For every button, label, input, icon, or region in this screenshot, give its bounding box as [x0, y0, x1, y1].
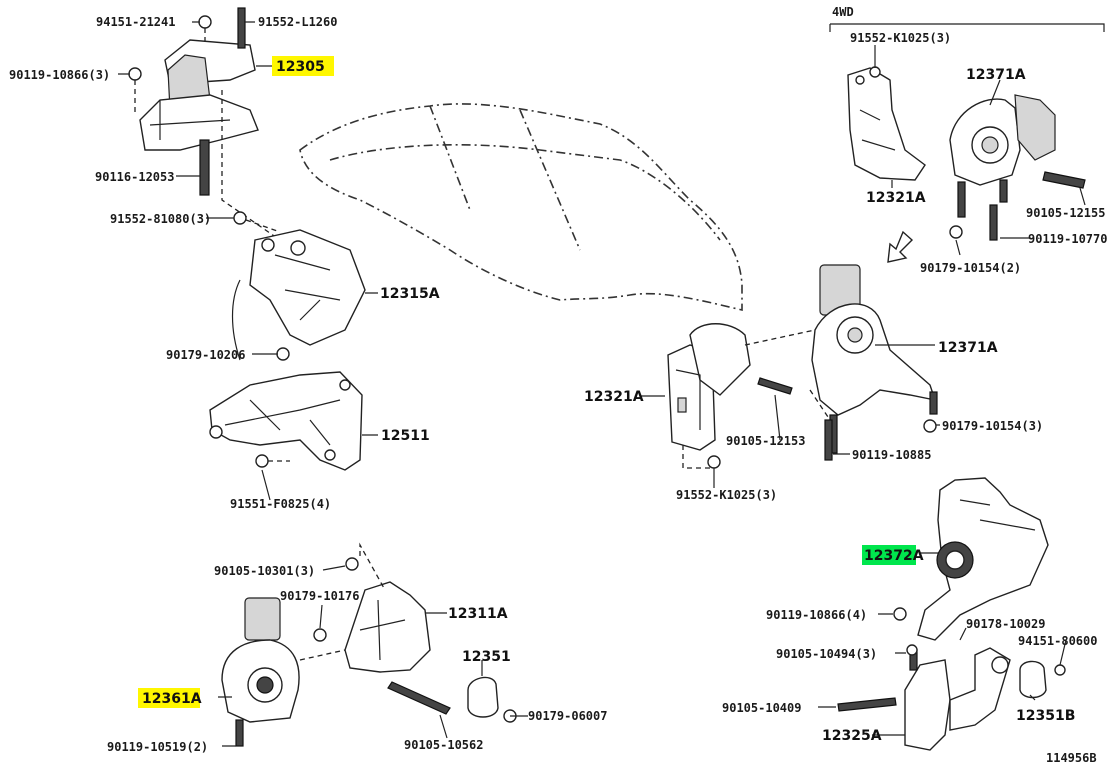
- part-label-90105-12155[interactable]: 90105-12155: [1026, 206, 1105, 220]
- part-label-12305[interactable]: 12305: [276, 59, 325, 75]
- part-label-90119-10866-4[interactable]: 90119-10866(4): [766, 608, 867, 622]
- bushing-12351: [387, 676, 517, 723]
- part-label-12371A-mid[interactable]: 12371A: [938, 340, 998, 356]
- leader-lines: [118, 21, 1086, 747]
- bracket-12511: [209, 371, 363, 471]
- part-label-90105-10562[interactable]: 90105-10562: [404, 738, 483, 752]
- part-label-90179-10206[interactable]: 90179-10206: [166, 348, 245, 362]
- washer-icon: [991, 656, 1009, 674]
- part-label-90105-12153[interactable]: 90105-12153: [726, 434, 805, 448]
- part-label-90119-10770[interactable]: 90119-10770: [1028, 232, 1107, 246]
- part-label-90179-06007[interactable]: 90179-06007: [528, 709, 607, 723]
- engine-mount-12361A: [221, 597, 300, 747]
- engine-mount-12305: [128, 7, 281, 241]
- part-label-12351[interactable]: 12351: [462, 649, 511, 665]
- part-label-12311A[interactable]: 12311A: [448, 606, 508, 622]
- nut-icon: [198, 15, 212, 29]
- bolt-icon: [837, 697, 897, 712]
- part-label-91552-81080-3[interactable]: 91552-81080(3): [110, 212, 211, 226]
- bolt-icon: [387, 681, 451, 715]
- part-label-90105-10494-3[interactable]: 90105-10494(3): [776, 647, 877, 661]
- bolt-icon: [235, 719, 244, 747]
- nut-icon: [949, 225, 963, 239]
- direction-arrow-icon: [887, 230, 914, 263]
- bolt-head-icon: [707, 455, 721, 469]
- bolt-head-icon: [869, 66, 881, 78]
- part-label-12361A[interactable]: 12361A: [142, 691, 202, 707]
- nut-icon: [1054, 664, 1066, 676]
- bushing-12351B: [991, 656, 1066, 699]
- part-label-12321A-top[interactable]: 12321A: [866, 190, 926, 206]
- part-label-91552-K1025-3-top[interactable]: 91552-K1025(3): [850, 31, 951, 45]
- highlight-12361A: [138, 688, 200, 708]
- part-label-94151-21241[interactable]: 94151-21241: [96, 15, 175, 29]
- part-label-12371A-top[interactable]: 12371A: [966, 67, 1026, 83]
- part-label-90105-10409[interactable]: 90105-10409: [722, 701, 801, 715]
- engine-mount-12371A-top: [949, 94, 1086, 241]
- part-label-90119-10866-3[interactable]: 90119-10866(3): [9, 68, 110, 82]
- part-label-91551-F0825-4[interactable]: 91551-F0825(4): [230, 497, 331, 511]
- 4wd-section-bracket: 4WD: [829, 5, 1105, 32]
- part-label-90105-10301-3[interactable]: 90105-10301(3): [214, 564, 315, 578]
- engine-outline: [299, 103, 743, 312]
- stud-bolt-icon: [199, 139, 210, 196]
- part-label-90179-10154-3[interactable]: 90179-10154(3): [942, 419, 1043, 433]
- bolt-icon: [237, 7, 246, 49]
- engine-mount-12372A: [893, 477, 1049, 641]
- highlight-12305: [272, 56, 334, 76]
- part-label-12351B[interactable]: 12351B: [1016, 708, 1075, 724]
- bracket-12321A-top: [847, 66, 926, 181]
- bolt-head-icon: [233, 211, 247, 225]
- part-label-12372A[interactable]: 12372A: [864, 548, 924, 564]
- bolt-head-icon: [345, 557, 359, 571]
- bolt-head-icon: [128, 67, 142, 81]
- bolt-head-icon: [255, 454, 269, 468]
- figure-code: 114956B: [1046, 751, 1097, 765]
- bolt-icon: [1042, 171, 1086, 189]
- nut-icon: [276, 347, 290, 361]
- bolt-head-icon: [893, 607, 907, 621]
- part-label-12325A[interactable]: 12325A: [822, 728, 882, 744]
- bolt-head-icon: [906, 644, 918, 656]
- nut-icon: [923, 419, 937, 433]
- highlight-12372A: [862, 545, 916, 565]
- part-label-90119-10519-2[interactable]: 90119-10519(2): [107, 740, 208, 754]
- part-label-12321A-mid[interactable]: 12321A: [584, 389, 644, 405]
- part-label-94151-80600[interactable]: 94151-80600: [1018, 634, 1097, 648]
- part-label-90178-10029[interactable]: 90178-10029: [966, 617, 1045, 631]
- part-label-12315A[interactable]: 12315A: [380, 286, 440, 302]
- part-number-labels: 94151-21241 91552-L1260 12305 90119-1086…: [9, 15, 1107, 754]
- bracket-12321A-mid: [667, 323, 816, 469]
- part-label-90119-10885[interactable]: 90119-10885: [852, 448, 931, 462]
- part-label-12511[interactable]: 12511: [381, 428, 430, 444]
- bolt-icon: [824, 419, 833, 461]
- part-label-91552-L1260[interactable]: 91552-L1260: [258, 15, 337, 29]
- part-label-90179-10176[interactable]: 90179-10176: [280, 589, 359, 603]
- part-label-90116-12053[interactable]: 90116-12053: [95, 170, 174, 184]
- bolt-icon: [757, 377, 793, 395]
- bracket-12311A: [299, 542, 431, 673]
- engine-mount-12371A-mid: [809, 264, 938, 461]
- part-label-91552-K1025-3-mid[interactable]: 91552-K1025(3): [676, 488, 777, 502]
- 4wd-section-label: 4WD: [832, 5, 854, 19]
- nut-icon: [313, 628, 327, 642]
- bracket-12315A: [231, 211, 366, 361]
- part-label-90179-10154-2[interactable]: 90179-10154(2): [920, 261, 1021, 275]
- bolt-icon: [989, 204, 998, 241]
